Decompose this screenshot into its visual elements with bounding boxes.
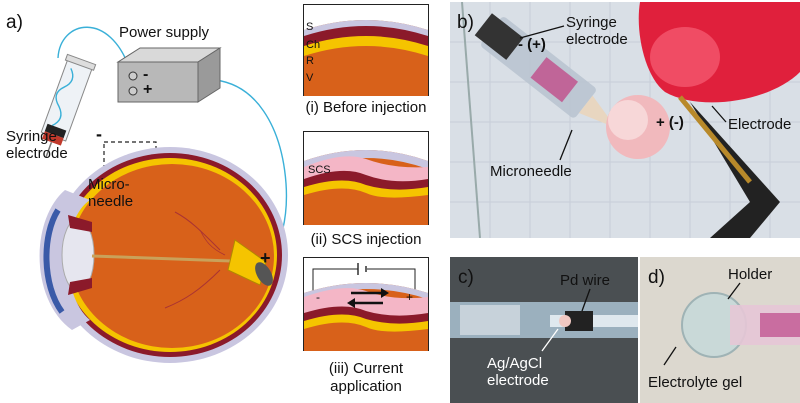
syringe-electrode-label: Syringe electrode <box>6 128 68 162</box>
layer-ch: Ch <box>306 39 321 51</box>
electrode-photo-label: Electrode <box>728 116 792 133</box>
optic-nerve-electrode <box>227 239 273 286</box>
inset-scs-injection <box>303 131 429 225</box>
photo-b-arrows <box>519 25 727 161</box>
layer-r: R <box>306 55 314 67</box>
electrode-polarity: + (-) <box>656 114 684 131</box>
caption-current-application: (iii) Current application <box>328 360 404 395</box>
optic-sign: + <box>260 248 271 268</box>
power-supply-box <box>116 47 222 103</box>
power-supply-label: Power supply <box>119 24 210 41</box>
inset-current-application <box>303 257 429 351</box>
caption-before-injection: (i) Before injection <box>305 99 427 116</box>
panel-d-label: d) <box>648 267 665 288</box>
syringe-electrode <box>40 53 97 158</box>
photo-d-arrows <box>663 282 741 366</box>
microneedle-photo-label: Microneedle <box>490 163 572 180</box>
wire-syringe <box>57 26 131 71</box>
panel-c-label: c) <box>458 267 474 288</box>
electrolyte-gel-label: Electrolyte gel <box>648 374 743 391</box>
photo-b <box>450 2 800 238</box>
eye-cross-section <box>39 147 288 363</box>
layer-v: V <box>306 72 314 84</box>
photo-d <box>640 257 800 403</box>
power-plus: + <box>143 81 153 98</box>
scs-label: SCS <box>308 164 331 176</box>
current-minus: - <box>316 290 320 304</box>
caption-scs-injection: (ii) SCS injection <box>310 231 422 248</box>
pd-wire-label: Pd wire <box>560 272 611 289</box>
eye-diagram <box>39 26 288 363</box>
photo-c <box>450 257 638 403</box>
power-minus: - <box>143 66 149 83</box>
layer-s: S <box>306 21 314 33</box>
inset-before-injection <box>303 4 429 96</box>
panel-b-label: b) <box>457 12 474 33</box>
agagcl-label: Ag/AgCl electrode <box>487 355 549 389</box>
syringe-sign: - <box>96 124 102 144</box>
syringe-electrode-photo-label: Syringe electrode <box>566 14 628 48</box>
current-plus: + <box>406 290 414 304</box>
microneedle-label: Micro- needle <box>88 176 134 210</box>
photo-c-arrows <box>541 288 591 352</box>
panel-a-label: a) <box>6 12 23 33</box>
syringe-polarity: - (+) <box>518 36 546 53</box>
holder-label: Holder <box>728 266 773 283</box>
